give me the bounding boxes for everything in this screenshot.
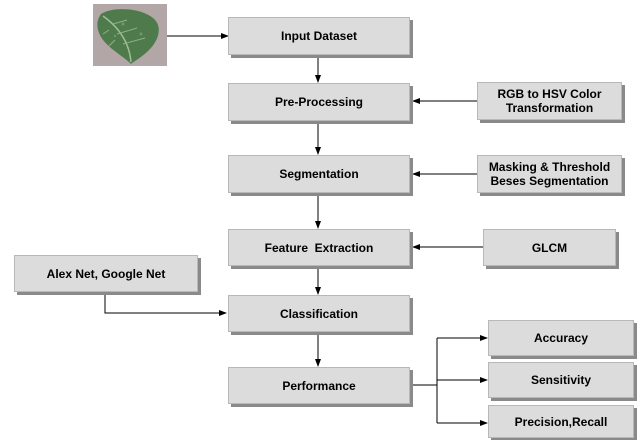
color-transform-box: RGB to HSV Color Transformation: [477, 82, 622, 120]
networks-box: Alex Net, Google Net: [14, 255, 198, 292]
preprocessing-box: Pre-Processing: [228, 83, 410, 121]
masking-threshold-box: Masking & Threshold Beses Segmentation: [477, 155, 622, 193]
accuracy-label: Accuracy: [533, 331, 589, 345]
precision-recall-box: Precision,Recall: [488, 405, 634, 438]
leaf-image: [93, 4, 167, 66]
feature-extraction-label: Feature Extraction: [264, 240, 374, 255]
networks-label: Alex Net, Google Net: [46, 266, 166, 281]
classification-label: Classification: [279, 306, 359, 321]
sensitivity-box: Sensitivity: [488, 362, 634, 398]
performance-box: Performance: [228, 367, 410, 404]
glcm-label: GLCM: [531, 240, 568, 255]
sensitivity-label: Sensitivity: [530, 373, 592, 387]
precision-recall-label: Precision,Recall: [514, 414, 608, 429]
segmentation-label: Segmentation: [279, 167, 359, 181]
feature-extraction-box: Feature Extraction: [228, 229, 410, 266]
performance-label: Performance: [282, 378, 356, 393]
input-dataset-box: Input Dataset: [228, 17, 410, 55]
classification-box: Classification: [228, 295, 410, 332]
input-dataset-label: Input Dataset: [280, 29, 357, 43]
color-transform-label: RGB to HSV Color Transformation: [497, 87, 602, 115]
preprocessing-label: Pre-Processing: [274, 95, 364, 109]
masking-threshold-label: Masking & Threshold Beses Segmentation: [488, 160, 611, 188]
arrow-networks-to-classification: [104, 292, 227, 316]
glcm-box: GLCM: [483, 229, 616, 266]
segmentation-box: Segmentation: [228, 155, 410, 193]
accuracy-box: Accuracy: [488, 320, 634, 356]
